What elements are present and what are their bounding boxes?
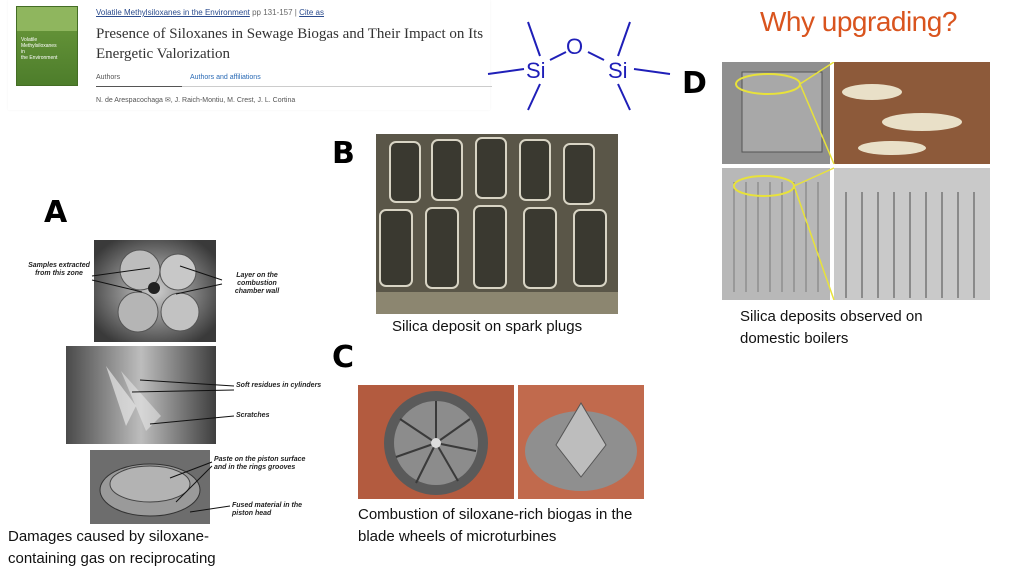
email-icon[interactable]: ✉ — [164, 97, 171, 104]
panel-letter-b: B — [332, 136, 355, 171]
boiler-deposits-photos — [722, 62, 990, 300]
annotation-scratches: Scratches — [236, 412, 270, 419]
engine-chamber-photo — [94, 240, 216, 342]
siloxane-molecule-diagram: Si O Si — [487, 21, 671, 111]
cite-as-link[interactable]: Cite as — [299, 8, 325, 17]
annotation-soft-residues: Soft residues in cylinders — [236, 382, 322, 389]
bond-o-si2 — [587, 51, 605, 61]
first-author[interactable]: N. de Arespacochaga — [96, 97, 163, 104]
bond-si2-right — [633, 68, 671, 75]
atom-si-right: Si — [608, 58, 628, 83]
caption-panel-b: Silica deposit on spark plugs — [392, 318, 583, 335]
turbine-wheel-photo-right — [518, 385, 644, 499]
caption-panel-a: Damages caused by siloxane-containing ga… — [8, 528, 216, 567]
annotation-leader-lines — [91, 265, 235, 513]
panel-letter-c: C — [332, 340, 355, 375]
other-authors: , J. Raich-Montiu, M. Crest, J. L. Corti… — [170, 97, 296, 104]
bond-si1-down — [527, 83, 541, 111]
bond-si1-up — [527, 21, 541, 57]
pages-text: pp 131-157 — [252, 8, 293, 17]
series-link[interactable]: Volatile Methylsiloxanes in the Environm… — [96, 8, 250, 17]
panel-letter-d: D — [682, 66, 707, 101]
author-line: N. de Arespacochaga ✉, J. Raich-Montiu, … — [96, 96, 295, 104]
caption-panel-d: Silica deposits observed on domestic boi… — [740, 308, 923, 347]
book-cover-text: Volatile Methylsiloxanes in the Environm… — [21, 37, 58, 61]
bond-si1-o — [549, 51, 567, 61]
slide-title: Why upgrading? — [760, 6, 957, 37]
annotation-samples: Samples extracted from this zone — [28, 262, 90, 277]
tab-divider — [182, 86, 492, 87]
caption-panel-c: Combustion of siloxane-rich biogas in th… — [358, 506, 633, 545]
bond-si2-down — [617, 83, 631, 111]
tab-authors[interactable]: Authors — [96, 74, 121, 81]
tab-authors-affiliations[interactable]: Authors and affiliations — [190, 74, 261, 81]
chapter-title: Presence of Siloxanes in Sewage Biogas a… — [96, 26, 484, 62]
reference-card: Volatile Methylsiloxanes in the Environm… — [8, 0, 492, 110]
bond-si2-up — [617, 21, 631, 57]
book-cover-image: Volatile Methylsiloxanes in the Environm… — [16, 6, 78, 86]
atom-o: O — [566, 34, 583, 59]
spark-plugs-photo — [376, 134, 618, 314]
cylinder-residue-photo — [66, 346, 216, 444]
bond-si1-left — [487, 68, 525, 75]
tab-active-underline — [96, 86, 182, 87]
turbine-wheel-photo-left — [358, 385, 514, 499]
annotation-layer: Layer on the combustion chamber wall — [234, 272, 280, 295]
annotation-paste: Paste on the piston surface and in the r… — [214, 456, 306, 471]
atom-si-left: Si — [526, 58, 546, 83]
annotation-fused: Fused material in the piston head — [232, 502, 303, 517]
panel-letter-a: A — [44, 195, 68, 230]
book-series-line: Volatile Methylsiloxanes in the Environm… — [96, 8, 325, 17]
